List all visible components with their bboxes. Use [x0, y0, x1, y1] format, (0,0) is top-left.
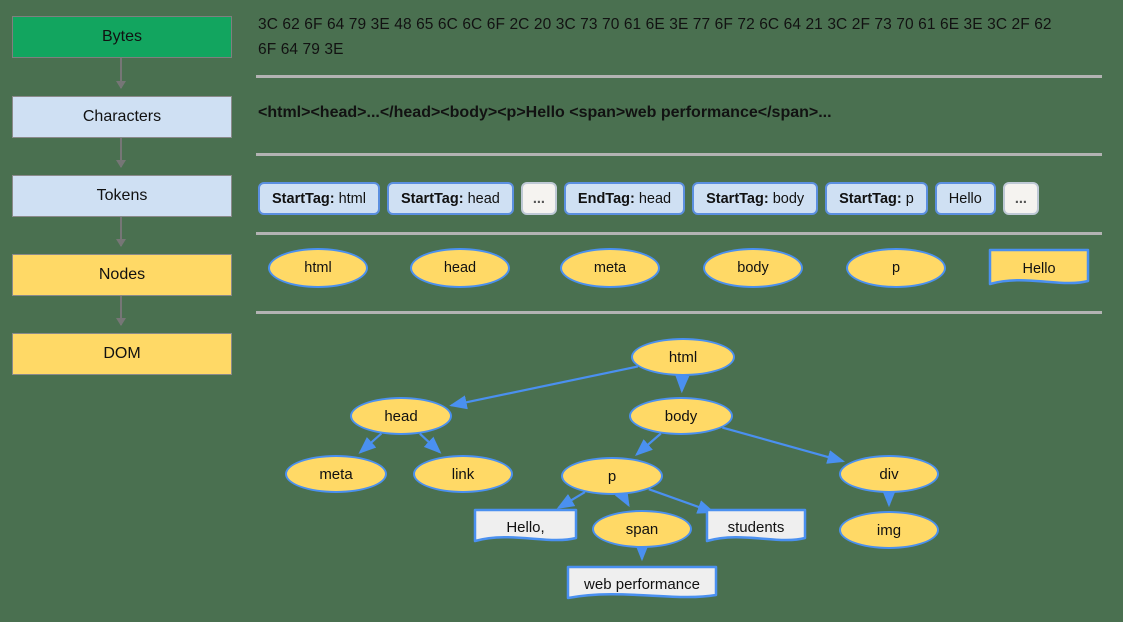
tree-edge [614, 488, 630, 508]
token-value: body [772, 190, 805, 207]
pipeline-step-label: DOM [103, 345, 141, 362]
token-chip[interactable]: Hello [934, 182, 996, 215]
pipeline-step-bytes[interactable]: Bytes [12, 16, 232, 58]
tree-node-label: link [451, 465, 475, 483]
token-key: StartTag: [706, 190, 769, 207]
tree-node-label: span [625, 520, 659, 538]
node-chip-label: meta [593, 260, 627, 276]
token-chip[interactable]: StartTag:html [258, 182, 380, 215]
characters-markup-text: <html><head>...</head><body><p>Hello <sp… [258, 104, 832, 121]
pipeline-step-dom[interactable]: DOM [12, 333, 232, 375]
node-chip-label: p [891, 260, 901, 276]
pipeline-step-label: Nodes [98, 266, 146, 283]
token-value: html [338, 190, 366, 207]
node-chip-ellipse[interactable]: meta [560, 248, 660, 288]
node-chip-label: html [304, 260, 332, 276]
token-value: ... [532, 190, 545, 207]
token-chip[interactable]: StartTag:head [386, 182, 514, 215]
token-key: StartTag: [839, 190, 902, 207]
tree-text-node[interactable]: students [705, 508, 807, 547]
tree-node-label: head [384, 407, 418, 425]
tree-node-label: html [668, 348, 698, 366]
token-chip[interactable]: ... [1002, 182, 1039, 215]
token-chip[interactable]: StartTag:p [825, 182, 928, 215]
tree-edge [648, 488, 716, 514]
token-key: StartTag: [400, 190, 464, 207]
token-value: head [467, 190, 500, 207]
tree-node-label: div [879, 465, 899, 483]
pipeline-step-tokens[interactable]: Tokens [12, 175, 232, 217]
token-value: ... [1014, 190, 1027, 207]
node-chip-ellipse[interactable]: html [268, 248, 368, 288]
node-chip-label: body [737, 260, 769, 276]
pipeline-step-label: Bytes [101, 28, 142, 45]
bytes-hex-text: 3C 62 6F 64 79 3E 48 65 6C 6C 6F 2C 20 3… [258, 16, 1052, 58]
tree-edge [722, 426, 846, 464]
pipeline-step-label: Characters [82, 108, 162, 125]
tree-edge [634, 432, 662, 457]
token-chip[interactable]: EndTag:head [563, 182, 686, 215]
token-value: head [638, 190, 672, 207]
tree-element-node[interactable]: head [350, 397, 452, 435]
pipeline-step-characters[interactable]: Characters [12, 96, 232, 138]
token-key: StartTag: [272, 190, 335, 207]
divider-tokens [256, 232, 1102, 235]
tree-element-node[interactable]: span [592, 510, 692, 548]
token-value: p [905, 190, 914, 207]
pipeline-arrow-tokens-to-nodes [116, 217, 126, 247]
tree-element-node[interactable]: meta [285, 455, 387, 493]
tree-edge [358, 432, 383, 454]
tree-element-node[interactable]: link [413, 455, 513, 493]
pipeline-step-nodes[interactable]: Nodes [12, 254, 232, 296]
divider-nodes [256, 311, 1102, 314]
tree-text-node[interactable]: web performance [566, 565, 718, 604]
tree-element-node[interactable]: img [839, 511, 939, 549]
tree-node-label: p [607, 467, 617, 485]
node-chip-label: Hello [1022, 261, 1056, 277]
tree-node-label: meta [319, 465, 353, 483]
token-key: EndTag: [577, 190, 635, 207]
tree-edge [419, 432, 442, 454]
tree-node-label: web performance [584, 576, 700, 593]
node-chip-ellipse[interactable]: head [410, 248, 510, 288]
node-chip-ellipse[interactable]: body [703, 248, 803, 288]
divider-characters [256, 153, 1102, 156]
tree-edge [449, 365, 639, 410]
tree-element-node[interactable]: div [839, 455, 939, 493]
node-chip-label: head [443, 260, 477, 276]
pipeline-arrow-nodes-to-dom [116, 296, 126, 326]
pipeline-arrow-characters-to-tokens [116, 138, 126, 168]
tree-element-node[interactable]: html [631, 338, 735, 376]
tree-text-node[interactable]: Hello, [473, 508, 578, 547]
pipeline-step-label: Tokens [96, 187, 148, 204]
divider-bytes [256, 75, 1102, 78]
pipeline-arrow-bytes-to-characters [116, 58, 126, 89]
tree-element-node[interactable]: body [629, 397, 733, 435]
tree-edge [675, 375, 690, 394]
node-chip-text[interactable]: Hello [988, 248, 1090, 290]
token-value: Hello [948, 190, 982, 207]
token-chip[interactable]: ... [520, 182, 557, 215]
tree-element-node[interactable]: p [561, 457, 663, 495]
token-chip[interactable]: StartTag:body [692, 182, 819, 215]
tree-node-label: students [727, 519, 785, 536]
node-row: html head meta body p Hello [258, 248, 1104, 298]
node-chip-ellipse[interactable]: p [846, 248, 946, 288]
tree-node-label: body [664, 407, 698, 425]
tree-node-label: Hello, [506, 519, 545, 536]
tree-node-label: img [876, 521, 902, 539]
tree-edge [556, 491, 586, 510]
